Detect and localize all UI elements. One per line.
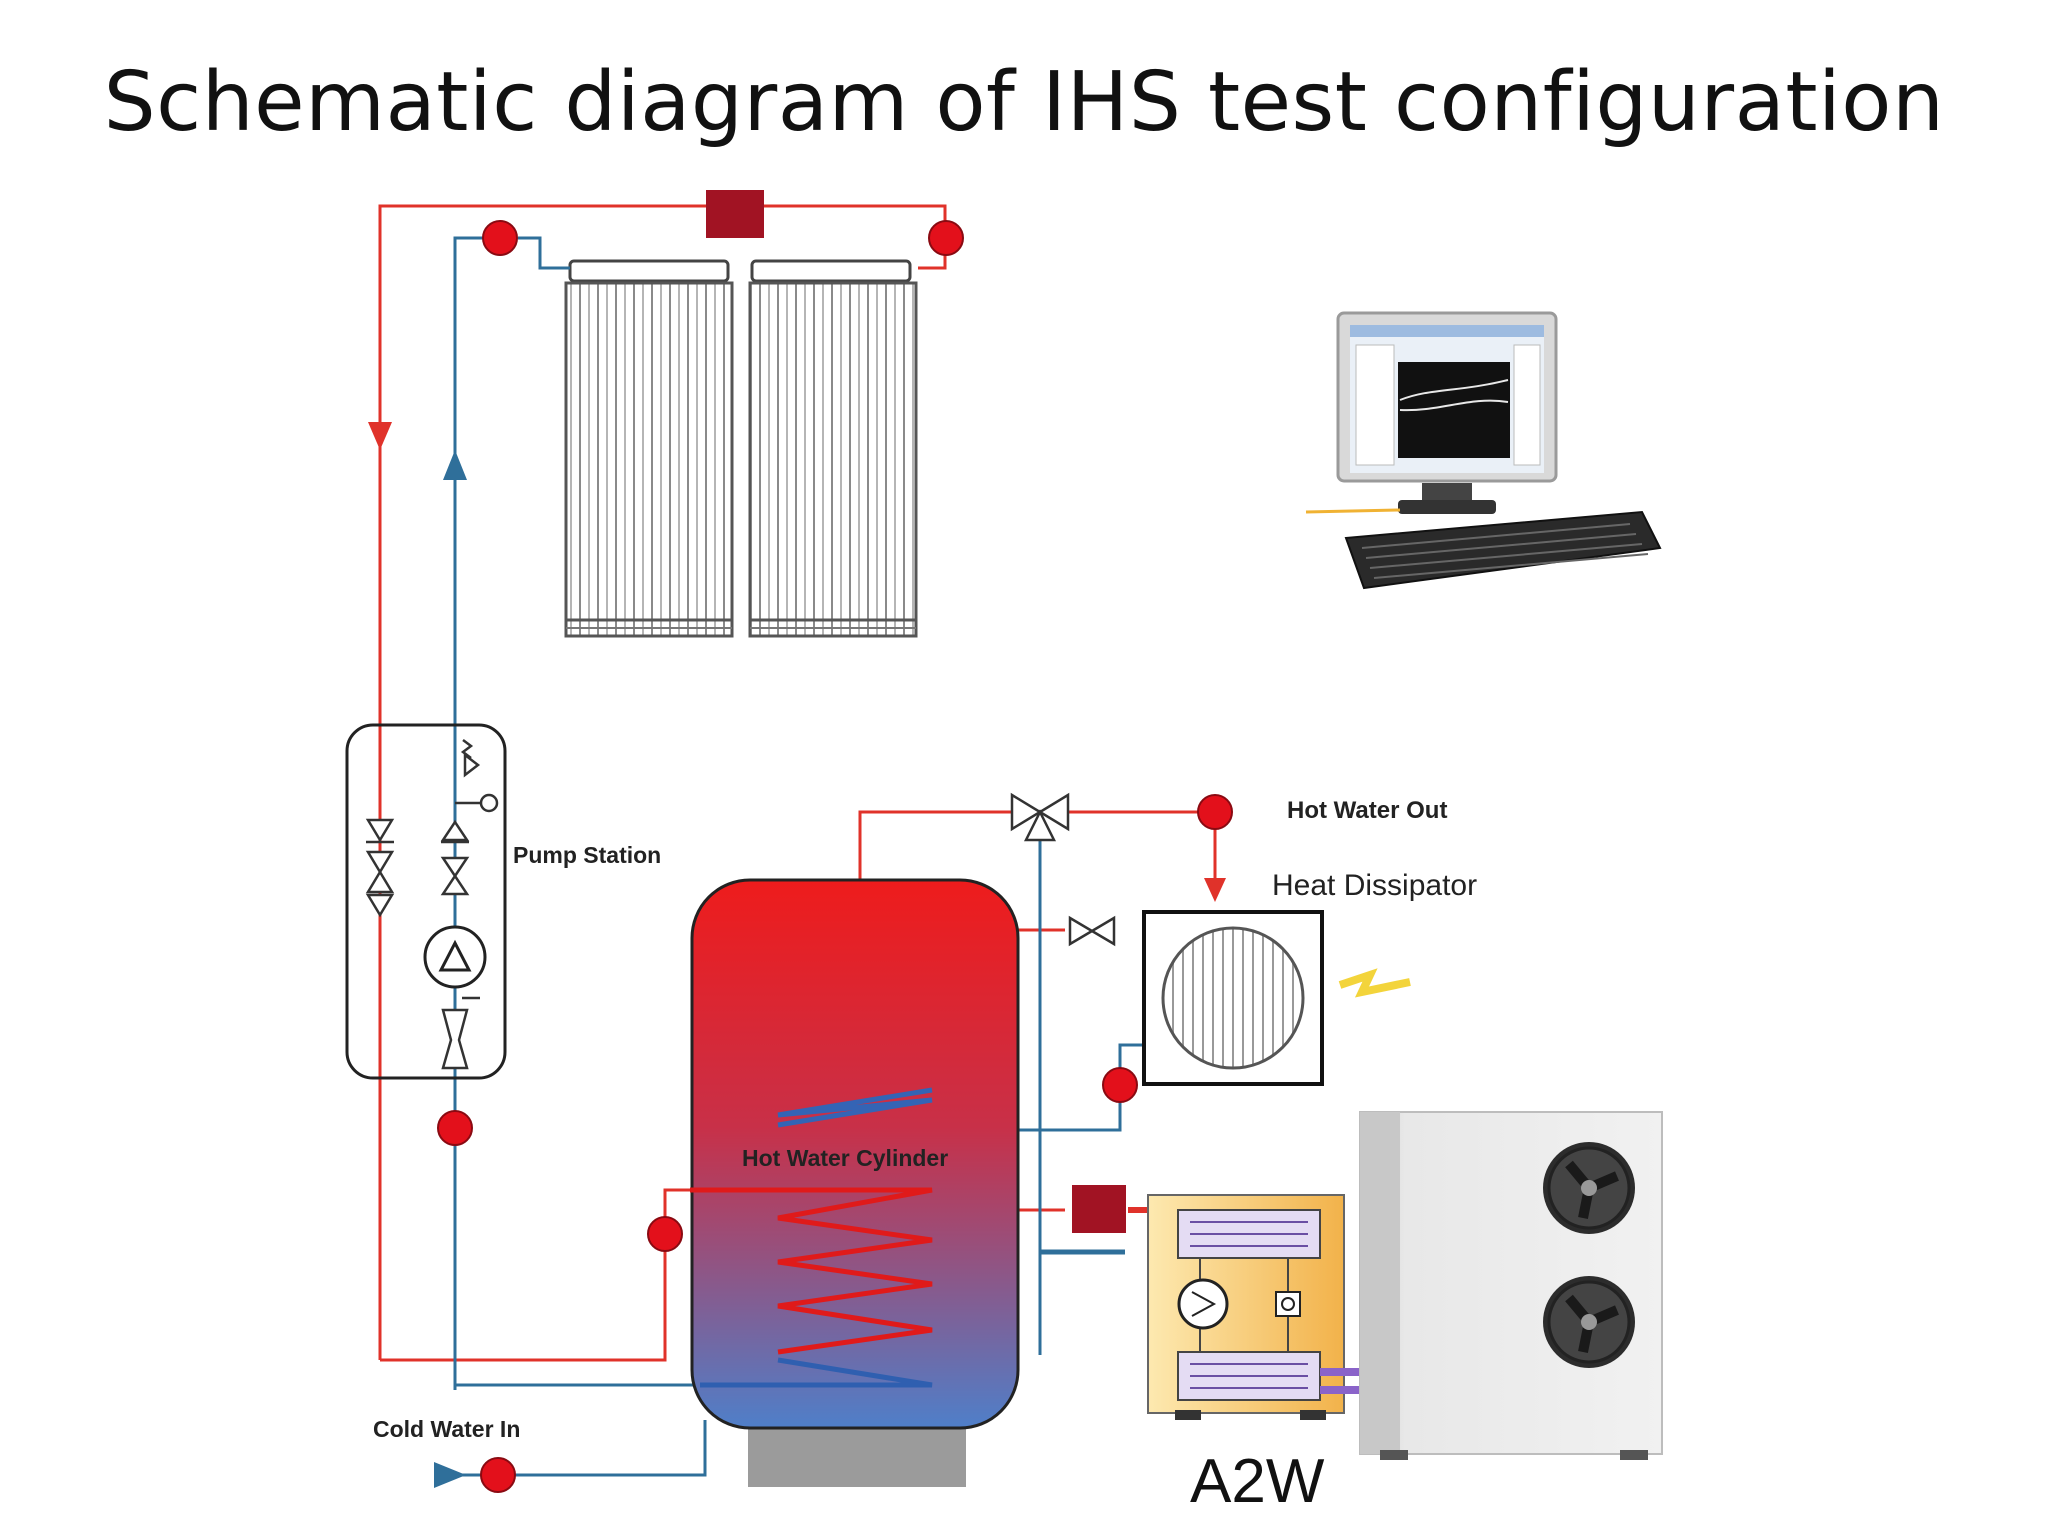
hot-water-cylinder-label: Hot Water Cylinder <box>742 1145 948 1171</box>
temperature-sensor <box>647 1216 683 1252</box>
collector-header-left <box>568 259 730 283</box>
two-way-valve-icon <box>1068 915 1116 947</box>
check-valve-icon <box>365 818 395 918</box>
hot-water-out-label: Hot Water Out <box>1287 797 1447 824</box>
expansion-valve-icon <box>1275 1291 1301 1317</box>
cold-in-arrow-icon <box>434 1462 466 1488</box>
temperature-sensor <box>1197 794 1233 830</box>
flow-meter-icon <box>441 996 480 1070</box>
flow-meter-heat-pump <box>1072 1185 1126 1233</box>
hot-water-cylinder: Hot Water Cylinder <box>690 878 1020 1487</box>
temperature-sensor <box>1102 1067 1138 1103</box>
safety-valve-icon <box>455 739 499 813</box>
flow-arrow-up-icon <box>443 450 467 480</box>
temperature-sensor <box>480 1457 516 1493</box>
upper-coil <box>777 1087 933 1128</box>
fan-icon <box>1543 1276 1635 1368</box>
fan-icon <box>1543 1142 1635 1234</box>
outdoor-heat-pump-unit <box>1359 1111 1663 1460</box>
check-valve-right-icon <box>440 819 470 896</box>
heat-dissipator <box>1142 910 1324 1086</box>
collector-panel-right <box>748 281 918 638</box>
page-title: Schematic diagram of IHS test configurat… <box>103 55 1945 150</box>
temperature-sensor <box>928 220 964 256</box>
collector-header-right <box>750 259 912 283</box>
circulation-pump-icon <box>423 925 487 989</box>
solar-coil <box>690 1187 933 1355</box>
temperature-sensor <box>437 1110 473 1146</box>
pump-station-label: Pump Station <box>513 842 661 868</box>
heat-wave-icon <box>1338 968 1411 998</box>
heat-dissipator-label: Heat Dissipator <box>1272 869 1477 902</box>
three-way-valve-icon <box>1010 792 1070 842</box>
heat-pump-schematic <box>1147 1194 1362 1420</box>
a2w-label: A2W <box>1190 1447 1325 1516</box>
solar-collector-array <box>564 259 918 638</box>
pump-station: Pump Station <box>345 723 661 1080</box>
hot-pipes <box>378 204 1217 1362</box>
compressor-icon <box>1177 1278 1229 1330</box>
temperature-sensor <box>482 220 518 256</box>
solar-coil-return <box>700 1357 933 1388</box>
keyboard-icon <box>1344 510 1662 590</box>
flow-arrow-hot-out-icon <box>1204 878 1226 902</box>
data-logger-computer <box>1305 311 1662 590</box>
collector-panel-left <box>564 281 734 638</box>
flow-meter-solar <box>706 190 764 238</box>
temperature-sensors <box>437 220 1233 1493</box>
cold-water-in-label: Cold Water In <box>373 1416 520 1442</box>
flow-arrow-down-icon <box>368 422 392 450</box>
